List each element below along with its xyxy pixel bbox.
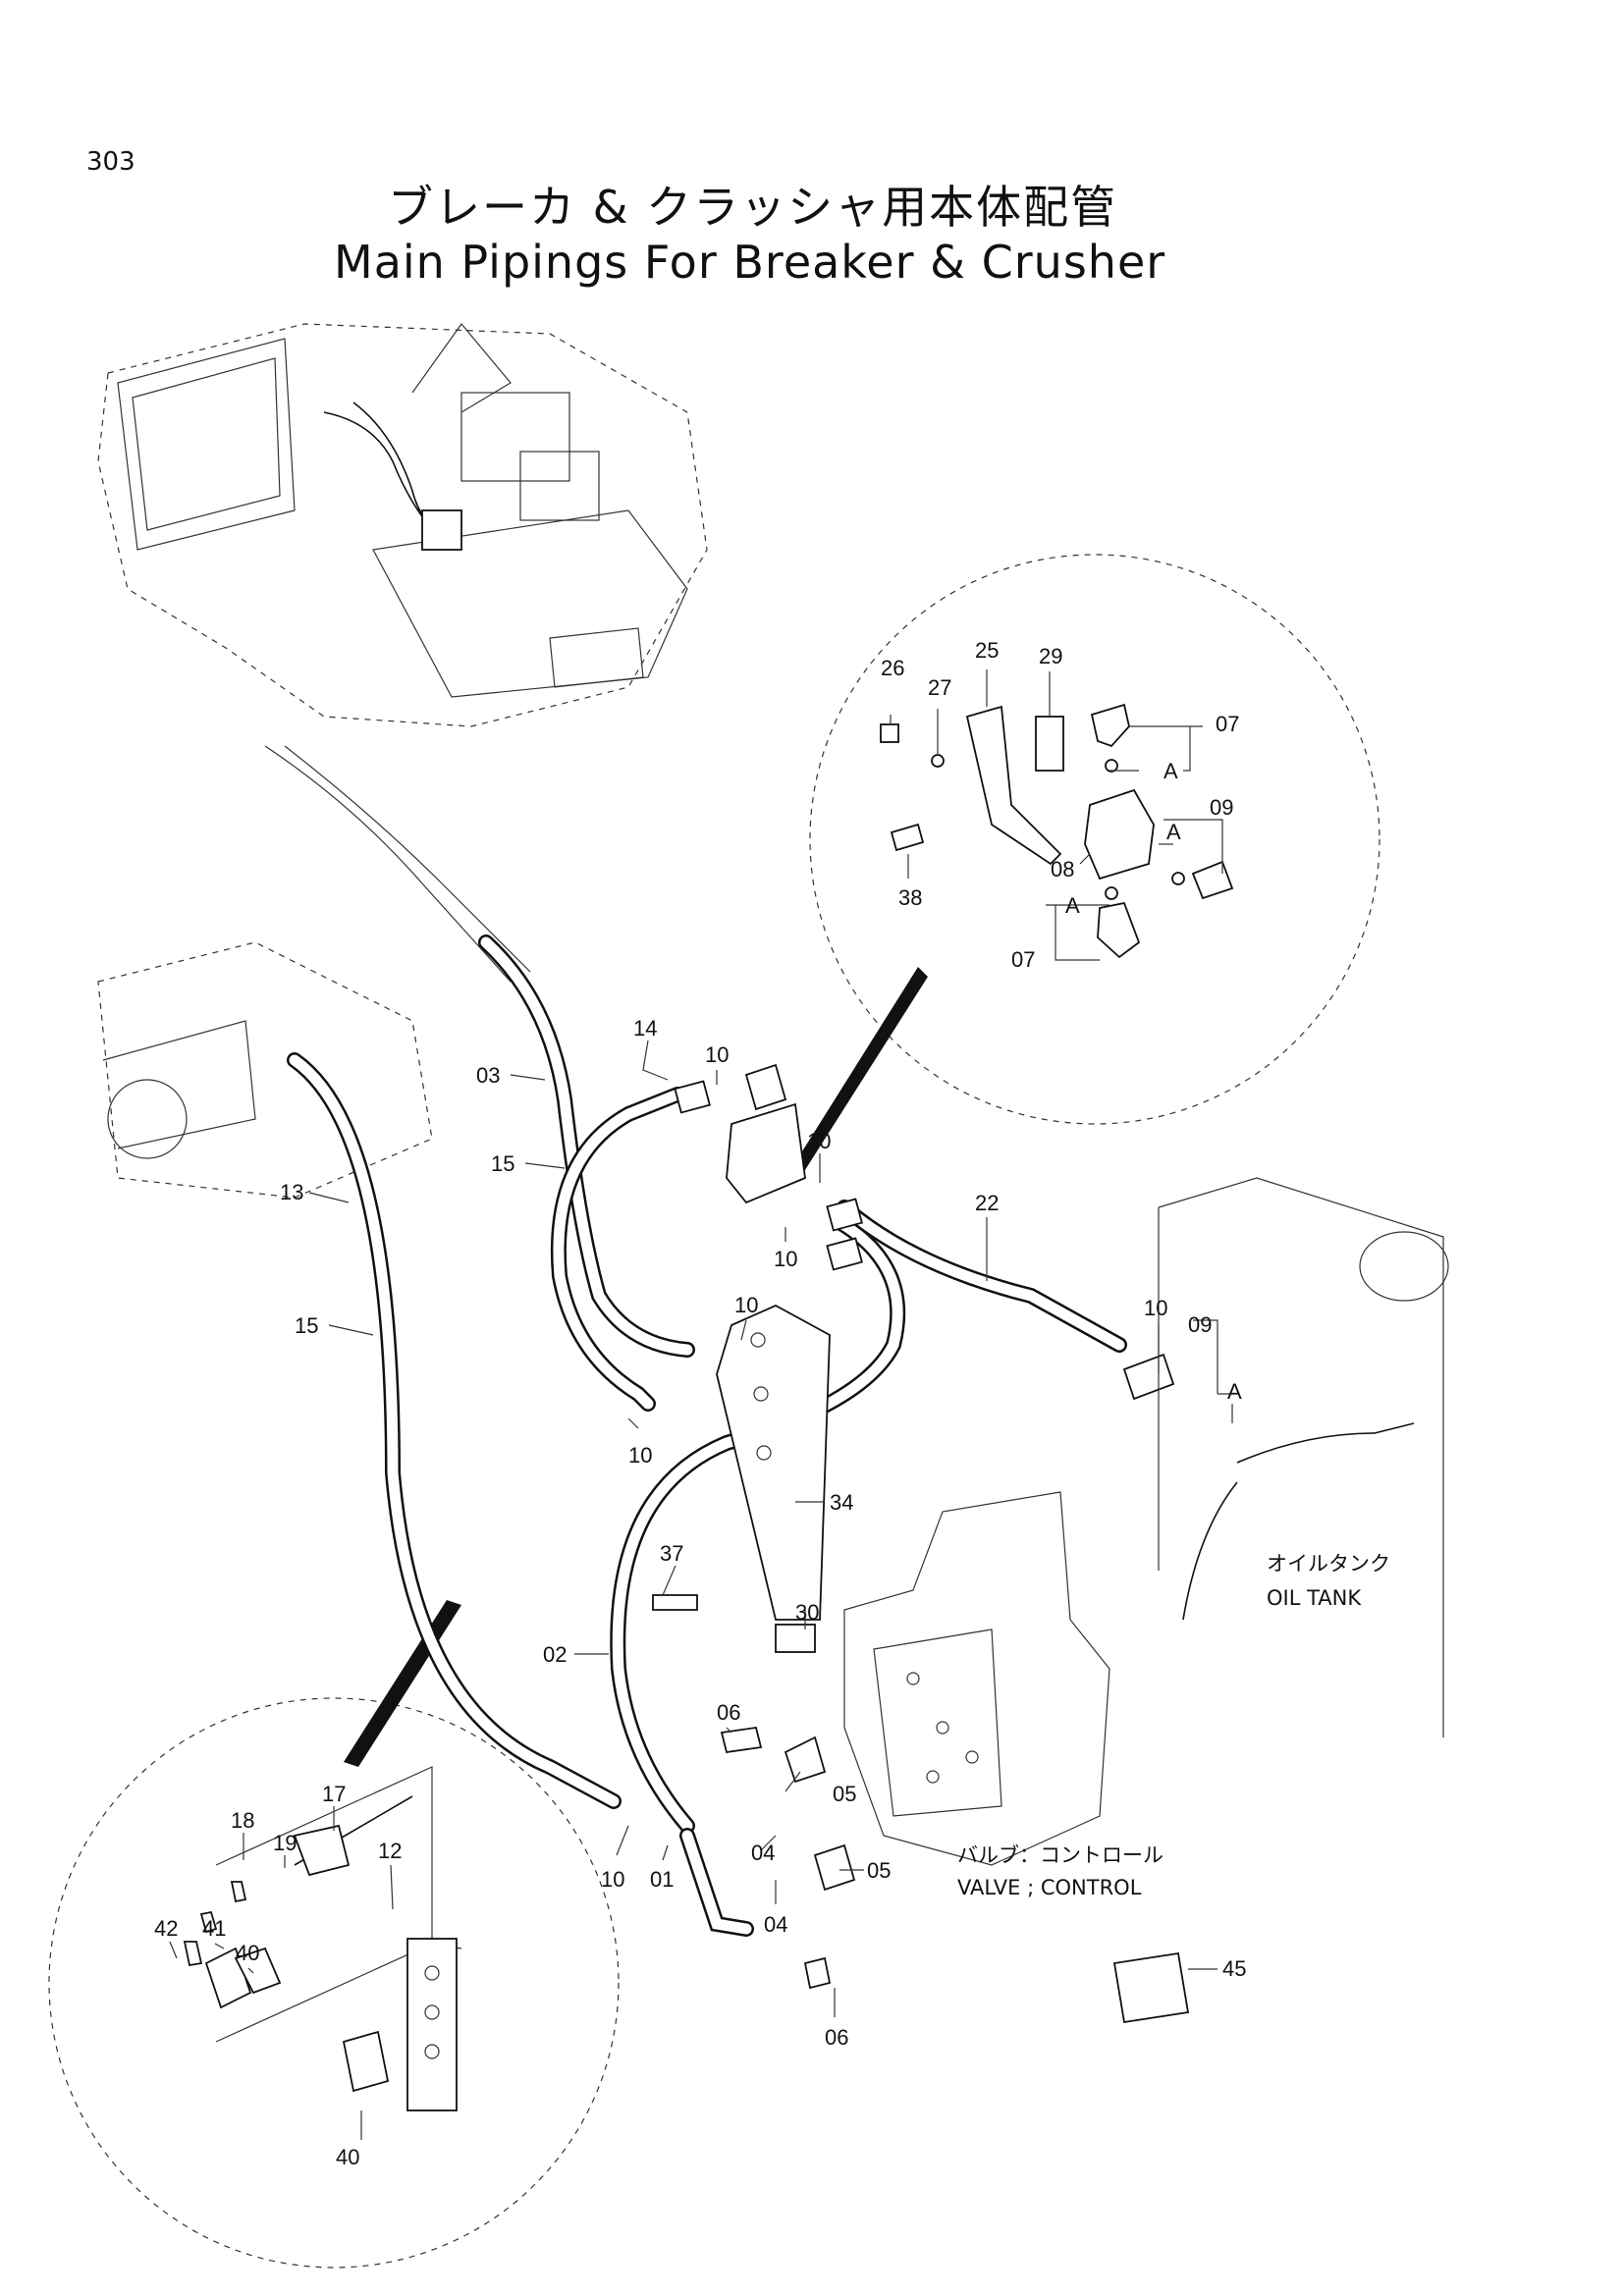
callout-10-left: 10 bbox=[628, 1443, 652, 1468]
callout-10-top: 10 bbox=[705, 1042, 729, 1067]
central-valve-assembly bbox=[652, 1063, 1190, 2024]
callout-09-detail: 09 bbox=[1210, 795, 1233, 820]
callout-07-lower: 07 bbox=[1011, 947, 1035, 972]
oil-tank-label-jp: オイルタンク bbox=[1267, 1552, 1390, 1575]
callout-37: 37 bbox=[660, 1541, 683, 1566]
callout-a-tank: A bbox=[1227, 1379, 1242, 1404]
callout-10-valve: 10 bbox=[807, 1129, 831, 1153]
callout-04-upper: 04 bbox=[751, 1841, 775, 1865]
callout-34: 34 bbox=[830, 1490, 853, 1515]
excavator-overview-sketch bbox=[97, 323, 708, 727]
callout-25: 25 bbox=[975, 638, 999, 663]
callout-10-middle: 10 bbox=[734, 1293, 758, 1317]
callout-30: 30 bbox=[795, 1600, 819, 1625]
callout-40-lower: 40 bbox=[336, 2145, 359, 2169]
annotations: オイルタンク OIL TANK バルブ：コントロール VALVE ; CONTR… bbox=[957, 1552, 1390, 1899]
callout-42: 42 bbox=[154, 1916, 178, 1941]
callout-26: 26 bbox=[881, 656, 904, 680]
oil-tank-label-en: OIL TANK bbox=[1267, 1586, 1362, 1610]
callout-41: 41 bbox=[202, 1916, 226, 1941]
callout-05-upper: 05 bbox=[833, 1782, 856, 1806]
hoses bbox=[287, 934, 1127, 1937]
callout-04-lower: 04 bbox=[764, 1912, 787, 1937]
excavator-boom-sketch bbox=[97, 745, 531, 1199]
clamp-detail-circle bbox=[48, 1600, 620, 2269]
title-english: Main Pipings For Breaker & Crusher bbox=[334, 236, 1166, 289]
callout-01: 01 bbox=[650, 1867, 674, 1892]
callout-14: 14 bbox=[633, 1016, 657, 1041]
leader-lines bbox=[308, 1040, 1237, 2017]
callout-15-lower: 15 bbox=[295, 1313, 318, 1338]
control-valve-sketch bbox=[843, 1491, 1110, 1866]
control-valve-label-jp: バルブ：コントロール bbox=[957, 1843, 1163, 1867]
callout-38: 38 bbox=[898, 885, 922, 910]
callout-15-upper: 15 bbox=[491, 1151, 514, 1176]
callout-08: 08 bbox=[1051, 857, 1074, 881]
title-japanese: ブレーカ & クラッシャ用本体配管 bbox=[388, 181, 1118, 234]
callout-13: 13 bbox=[280, 1180, 303, 1204]
callout-06-lower: 06 bbox=[825, 2025, 848, 2050]
valve-detail-circle bbox=[785, 554, 1380, 1178]
callout-05-lower: 05 bbox=[867, 1858, 891, 1883]
callout-a-upper: A bbox=[1163, 759, 1178, 783]
callout-18: 18 bbox=[231, 1808, 254, 1833]
callout-29: 29 bbox=[1039, 644, 1062, 668]
callout-12: 12 bbox=[378, 1839, 402, 1863]
callout-09-tank: 09 bbox=[1188, 1312, 1212, 1337]
callout-27: 27 bbox=[928, 675, 951, 700]
oil-tank-sketch bbox=[1158, 1177, 1449, 1737]
callout-17: 17 bbox=[322, 1782, 346, 1806]
callout-labels: 26 27 25 29 07 A 09 A 08 38 A 07 14 10 0… bbox=[154, 638, 1246, 2169]
callout-19: 19 bbox=[273, 1831, 297, 1855]
callout-02: 02 bbox=[543, 1642, 567, 1667]
control-valve-label-en: VALVE ; CONTROL bbox=[957, 1876, 1142, 1899]
callout-40-upper: 40 bbox=[236, 1941, 259, 1965]
callout-06-upper: 06 bbox=[717, 1700, 740, 1725]
callout-a-lower: A bbox=[1065, 893, 1080, 918]
page-number: 303 bbox=[86, 147, 135, 177]
callout-a-right: A bbox=[1166, 820, 1181, 844]
callout-03: 03 bbox=[476, 1063, 500, 1088]
callout-10-lower-valve: 10 bbox=[774, 1247, 797, 1271]
callout-45: 45 bbox=[1222, 1956, 1246, 1981]
callout-22: 22 bbox=[975, 1191, 999, 1215]
callout-07-upper: 07 bbox=[1216, 712, 1239, 736]
callout-10-bottom: 10 bbox=[601, 1867, 624, 1892]
callout-10-tank: 10 bbox=[1144, 1296, 1167, 1320]
